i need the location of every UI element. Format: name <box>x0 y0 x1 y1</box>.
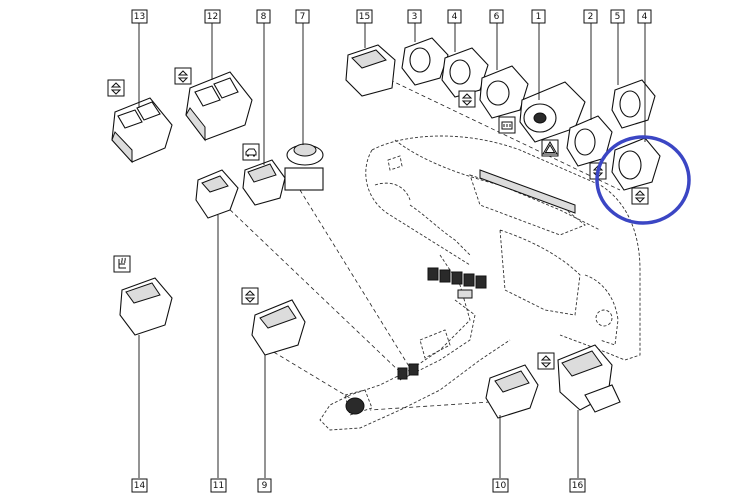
callout-label: 10 <box>495 481 507 491</box>
callout-label: 4 <box>452 12 458 22</box>
assembly-lines <box>224 79 621 411</box>
callout-label: 13 <box>134 12 145 22</box>
callout-label: 15 <box>359 12 370 22</box>
window-updown-icon <box>107 79 125 97</box>
callout-3: 3 <box>407 9 422 24</box>
callout-10: 10 <box>492 478 509 493</box>
part-10-window-switch <box>485 364 539 419</box>
callout-8: 8 <box>256 9 271 24</box>
part-4-highlighted-rocker-switch <box>611 137 661 191</box>
callout-4a: 4 <box>447 9 462 24</box>
part-15-switch-block <box>345 44 396 97</box>
callout-label: 2 <box>588 12 594 22</box>
callout-label: 3 <box>412 12 418 22</box>
part-1-hazard-switch <box>519 81 586 143</box>
callout-label: 8 <box>261 12 267 22</box>
callout-7: 7 <box>295 9 310 24</box>
dashboard-switch-cluster <box>427 267 487 299</box>
callout-9: 9 <box>257 478 272 493</box>
part-5-rocker-switch <box>611 79 656 129</box>
callout-label: 6 <box>494 12 500 22</box>
callout-14: 14 <box>131 478 148 493</box>
callout-label: 14 <box>134 481 146 491</box>
callout-11: 11 <box>210 478 227 493</box>
window-updown-icon <box>458 90 476 108</box>
part-12-window-switch-double <box>185 71 253 142</box>
callout-label: 5 <box>615 12 621 22</box>
part-11-switch <box>195 169 239 219</box>
callout-label: 1 <box>536 12 542 22</box>
callout-15: 15 <box>356 9 373 24</box>
part-8-switch <box>242 159 286 206</box>
callout-13: 13 <box>131 9 148 24</box>
console-switch-single <box>345 397 365 415</box>
window-updown-icon <box>174 67 192 85</box>
callout-label: 4 <box>642 12 648 22</box>
part-7-rotary-knob <box>284 143 324 191</box>
part-4-rocker-switch <box>441 47 489 98</box>
callout-label: 7 <box>300 12 306 22</box>
seat-heater-icon <box>113 255 131 273</box>
callout-label: 9 <box>262 481 268 491</box>
dashboard-outline <box>319 135 641 431</box>
part-2-rocker-switch <box>566 115 613 167</box>
part-6-switch <box>479 65 529 119</box>
callout-label: 12 <box>207 12 218 22</box>
part-13-window-switch-double <box>111 97 173 164</box>
leader-lines <box>138 23 646 478</box>
callout-16: 16 <box>569 478 586 493</box>
part-16-window-switch-block <box>557 344 621 413</box>
callout-6: 6 <box>489 9 504 24</box>
callout-label: 11 <box>213 481 224 491</box>
window-updown-icon <box>537 352 555 370</box>
symbols-layer <box>107 67 649 370</box>
callout-12: 12 <box>204 9 221 24</box>
hazard-triangle-icon <box>541 139 559 157</box>
console-switch-pair <box>397 363 419 380</box>
highlight-circle <box>595 135 691 225</box>
window-updown-icon <box>241 287 259 305</box>
rear-defrost-icon <box>498 116 516 134</box>
callout-4b: 4 <box>637 9 652 24</box>
car-silhouette-icon <box>242 143 260 161</box>
part-14-seat-heater-switch <box>119 277 173 336</box>
vent-strip <box>479 169 576 214</box>
window-updown-icon <box>631 187 649 205</box>
part-3-rocker-switch <box>401 37 449 86</box>
callout-5: 5 <box>610 9 625 24</box>
callout-2: 2 <box>583 9 598 24</box>
part-9-window-switch <box>251 299 306 356</box>
callout-1: 1 <box>531 9 546 24</box>
callout-label: 16 <box>572 481 584 491</box>
